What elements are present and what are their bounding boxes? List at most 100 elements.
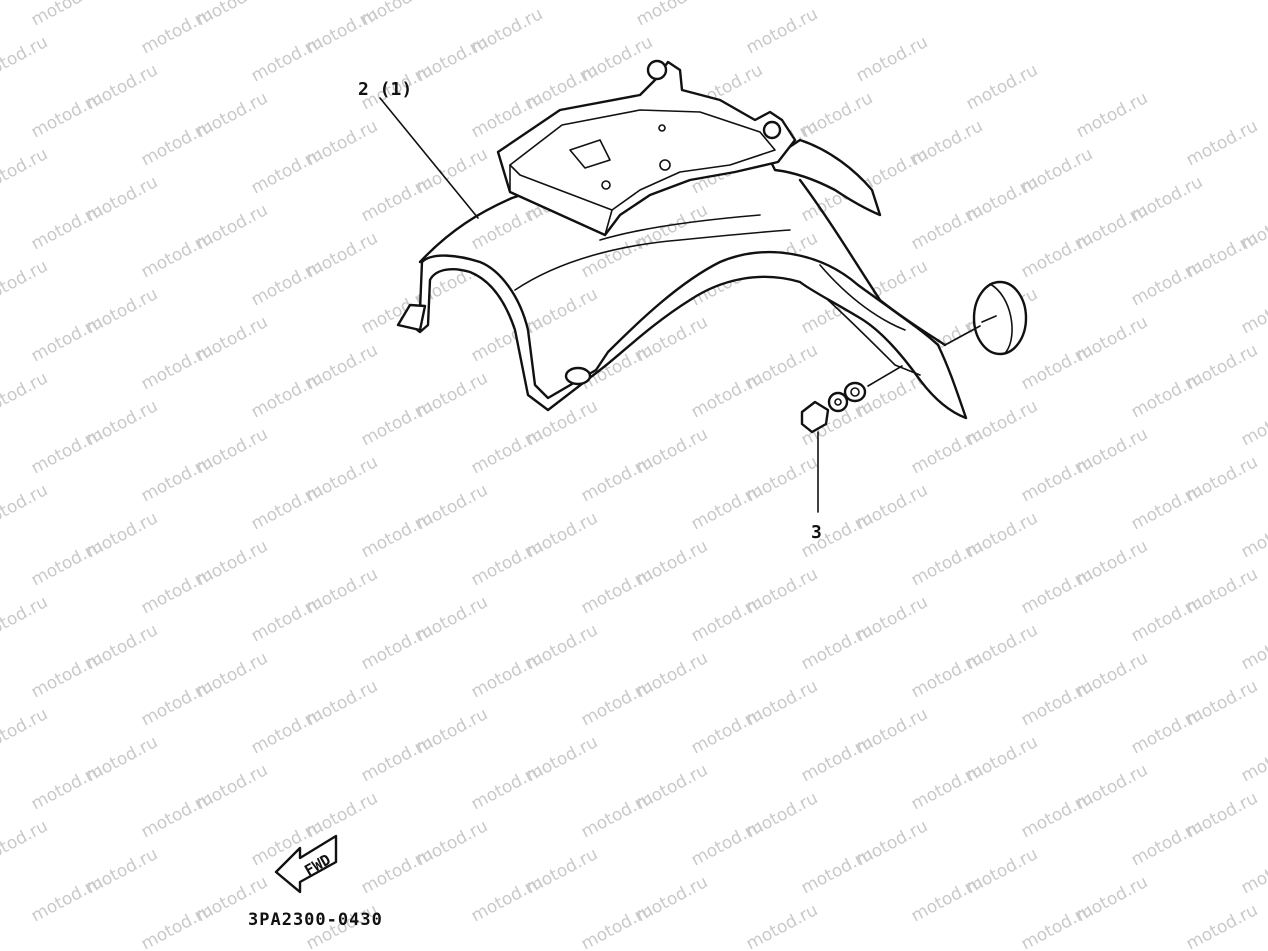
watermark-text: motod.ru: [248, 368, 326, 422]
watermark-text: motod.ru: [358, 732, 436, 786]
watermark-text: motod.ru: [1238, 732, 1268, 786]
watermark-text: motod.ru: [798, 732, 876, 786]
watermark-text: motod.ru: [1238, 284, 1268, 338]
watermark-text: motod.ru: [0, 256, 51, 310]
watermark-text: motod.ru: [1128, 480, 1206, 534]
watermark-text: motod.ru: [1018, 900, 1096, 951]
watermark-text: motod.ru: [908, 872, 986, 926]
watermark-text: motod.ru: [28, 0, 106, 30]
watermark-text: motod.ru: [28, 536, 106, 590]
nut-washer-set: [800, 365, 903, 434]
watermark-text: motod.ru: [908, 648, 986, 702]
watermark-text: motod.ru: [578, 676, 656, 730]
watermark-text: motod.ru: [578, 788, 656, 842]
watermark-text: motod.ru: [468, 648, 546, 702]
watermark-text: motod.ru: [798, 844, 876, 898]
reflector: [972, 280, 1028, 356]
fender-front-sweep: [418, 190, 532, 264]
watermark-text: motod.ru: [468, 872, 546, 926]
watermark-text: motod.ru: [0, 480, 51, 534]
watermark-text: motod.ru: [248, 0, 326, 2]
watermark-text: motod.ru: [1128, 704, 1206, 758]
watermark-text: motod.ru: [1128, 816, 1206, 870]
watermark-text: motod.ru: [138, 900, 216, 951]
watermark-text: motod.ru: [688, 368, 766, 422]
watermark-text: motod.ru: [248, 144, 326, 198]
watermark-text: motod.ru: [138, 4, 216, 58]
watermark-text: motod.ru: [28, 312, 106, 366]
watermark-text: motod.ru: [248, 256, 326, 310]
watermark-text: motod.ru: [1238, 396, 1268, 450]
watermark-text: motod.ru: [248, 592, 326, 646]
watermark-text: motod.ru: [1018, 788, 1096, 842]
watermark-text: motod.ru: [1018, 452, 1096, 506]
watermark-text: motod.ru: [1238, 508, 1268, 562]
watermark-text: motod.ru: [1128, 256, 1206, 310]
watermark-text: motod.ru: [1073, 88, 1151, 142]
watermark-text: motod.ru: [138, 564, 216, 618]
watermark-text: motod.ru: [1238, 844, 1268, 898]
watermark-text: motod.ru: [0, 368, 51, 422]
watermark-text: motod.ru: [853, 32, 931, 86]
leader-line-fender: [379, 97, 479, 219]
watermark-text: motod.ru: [138, 340, 216, 394]
watermark-text: motod.ru: [358, 396, 436, 450]
watermark-text: motod.ru: [358, 508, 436, 562]
watermark-text: motod.ru: [28, 424, 106, 478]
watermark-text: motod.ru: [1018, 340, 1096, 394]
watermark-text: motod.ru: [688, 480, 766, 534]
watermark-text: motod.ru: [798, 620, 876, 674]
watermark-text: motod.ru: [248, 704, 326, 758]
watermark-text: motod.ru: [138, 676, 216, 730]
rear-fender-illustration: [396, 59, 968, 420]
watermark-text: motod.ru: [908, 536, 986, 590]
watermark-text: motod.ru: [1128, 592, 1206, 646]
watermark-text: motod.ru: [1183, 900, 1261, 951]
watermark-text: motod.ru: [908, 424, 986, 478]
mount-hole-rear: [762, 120, 782, 140]
nut: [800, 400, 830, 434]
watermark-text: motod.ru: [358, 620, 436, 674]
watermark-text: motod.ru: [83, 0, 161, 2]
watermark-text: motod.ru: [468, 200, 546, 254]
watermark-text: motod.ru: [963, 60, 1041, 114]
watermark-text: motod.ru: [578, 452, 656, 506]
watermark-text: motod.ru: [468, 312, 546, 366]
watermark-text: motod.ru: [1018, 564, 1096, 618]
watermark-text: motod.ru: [0, 144, 51, 198]
watermark-text: motod.ru: [138, 788, 216, 842]
watermark-text: motod.ru: [28, 760, 106, 814]
watermark-text: motod.ru: [908, 200, 986, 254]
mount-boss: [564, 366, 592, 386]
watermark-text: motod.ru: [1018, 676, 1096, 730]
watermark-text: motod.ru: [138, 116, 216, 170]
watermark-text: motod.ru: [688, 592, 766, 646]
watermark-text: motod.ru: [0, 816, 51, 870]
watermark-text: motod.ru: [1183, 116, 1261, 170]
watermark-text: motod.ru: [358, 844, 436, 898]
watermark-text: motod.ru: [578, 564, 656, 618]
watermark-text: motod.ru: [1238, 620, 1268, 674]
watermark-text: motod.ru: [138, 228, 216, 282]
watermark-text: motod.ru: [28, 200, 106, 254]
callout-fender: 2 (1): [358, 79, 412, 100]
watermark-text: motod.ru: [0, 704, 51, 758]
watermark-text: motod.ru: [908, 760, 986, 814]
watermark-text: motod.ru: [248, 32, 326, 86]
mount-hole-front: [646, 59, 668, 81]
watermark-text: motod.ru: [688, 816, 766, 870]
watermark-text: motod.ru: [248, 480, 326, 534]
fender-body: [400, 251, 968, 420]
watermark-text: motod.ru: [28, 648, 106, 702]
diagram-code: 3PA2300-0430: [248, 910, 383, 930]
watermark-text: motod.ru: [0, 32, 51, 86]
watermark-text: motod.ru: [138, 452, 216, 506]
watermark-text: motod.ru: [633, 0, 711, 30]
watermark-text: motod.ru: [743, 900, 821, 951]
watermark-text: motod.ru: [1128, 368, 1206, 422]
watermark-text: motod.ru: [28, 88, 106, 142]
watermark-text: motod.ru: [523, 0, 601, 2]
watermark-text: motod.ru: [468, 424, 546, 478]
watermark-text: motod.ru: [0, 592, 51, 646]
